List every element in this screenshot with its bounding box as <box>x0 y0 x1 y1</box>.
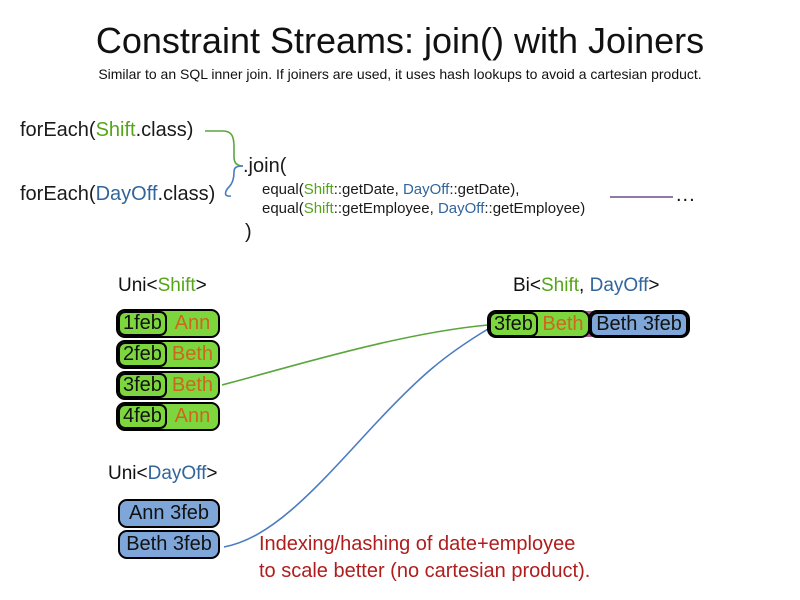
table-row: 1feb Ann <box>116 309 220 338</box>
label-text: > <box>648 275 660 296</box>
code-join-close: ) <box>245 221 252 243</box>
dayoff-class-token: DayOff <box>437 200 485 217</box>
label-text: > <box>206 463 218 484</box>
code-text: forEach( <box>20 119 96 141</box>
page-title: Constraint Streams: join() with Joiners <box>95 20 705 61</box>
code-text: ::getDate), <box>449 181 520 198</box>
code-text: ::getEmployee) <box>484 200 586 217</box>
dayoff-class-token: DayOff <box>402 181 450 198</box>
more-joiners-ellipsis: ... <box>676 184 696 206</box>
brace-green-line <box>205 130 244 167</box>
dayoff-class-token: DayOff <box>95 183 158 205</box>
date-cell: 2feb <box>118 342 167 367</box>
date-cell: 4feb <box>118 404 167 429</box>
shift-class-token: Shift <box>303 200 334 217</box>
dayoff-class-token: DayOff <box>147 463 207 484</box>
employee-cell: Beth <box>171 374 214 396</box>
employee-cell: Beth <box>171 343 214 365</box>
shift-class-token: Shift <box>303 181 334 198</box>
code-text: equal( <box>262 200 304 217</box>
employee-cell: Ann <box>174 312 211 334</box>
dayoff-class-token: DayOff <box>589 275 649 296</box>
label-text: Uni< <box>108 463 148 484</box>
code-text: .class) <box>157 183 216 205</box>
code-join-open: .join( <box>243 155 287 177</box>
shift-class-token: Shift <box>157 275 196 296</box>
code-foreach-shift: forEach(Shift.class) <box>20 119 193 142</box>
date-cell: 1feb <box>118 311 167 336</box>
date-cell: 3feb <box>118 373 167 398</box>
uni-dayoff-table: Ann 3feb Beth 3feb <box>118 499 220 561</box>
subtitle: Similar to an SQL inner join. If joiners… <box>98 66 702 82</box>
table-row: Ann 3feb <box>118 499 220 528</box>
table-row: 3feb Beth <box>116 371 220 400</box>
code-foreach-dayoff: forEach(DayOff.class) <box>20 183 215 206</box>
code-text: ::getEmployee, <box>333 200 438 217</box>
uni-shift-label: Uni<Shift> <box>118 275 207 297</box>
dayoff-cell: Beth 3feb <box>590 311 688 337</box>
employee-cell: Beth <box>542 312 584 335</box>
caption-line: Indexing/hashing of date+employee <box>259 533 576 555</box>
label-text: Bi< <box>513 275 541 296</box>
uni-shift-table: 1feb Ann 2feb Beth 3feb Beth 4feb Ann <box>116 309 220 433</box>
code-text: forEach( <box>20 183 96 205</box>
code-equal-employee: equal(Shift::getEmployee, DayOff::getEmp… <box>262 200 585 217</box>
table-row: Beth 3feb <box>118 530 220 559</box>
table-row: 2feb Beth <box>116 340 220 369</box>
bi-shift-part: 3feb Beth <box>487 310 590 338</box>
bi-label: Bi<Shift, DayOff> <box>513 275 659 297</box>
uni-dayoff-label: Uni<DayOff> <box>108 463 218 485</box>
table-row: 4feb Ann <box>116 402 220 431</box>
brace-blue-line <box>224 165 244 197</box>
caption-line: to scale better (no cartesian product). <box>259 560 591 582</box>
code-equal-date: equal(Shift::getDate, DayOff::getDate), <box>262 181 519 198</box>
shift-class-token: Shift <box>541 275 580 296</box>
shift-class-token: Shift <box>95 119 136 141</box>
label-text: , <box>579 275 590 296</box>
code-text: ::getDate, <box>333 181 403 198</box>
employee-cell: Ann <box>174 405 211 427</box>
caption: Indexing/hashing of date+employee to sca… <box>259 531 590 585</box>
bi-tuple-row: 3feb Beth Beth 3feb <box>487 310 692 338</box>
date-cell: 3feb <box>489 311 538 337</box>
bi-dayoff-part: Beth 3feb <box>588 310 690 338</box>
code-text: .class) <box>135 119 194 141</box>
dayoff-row-to-bi-line <box>223 328 489 548</box>
label-text: Uni< <box>118 275 158 296</box>
label-text: > <box>195 275 207 296</box>
code-text: equal( <box>262 181 304 198</box>
shift-row-to-bi-line <box>221 324 489 386</box>
